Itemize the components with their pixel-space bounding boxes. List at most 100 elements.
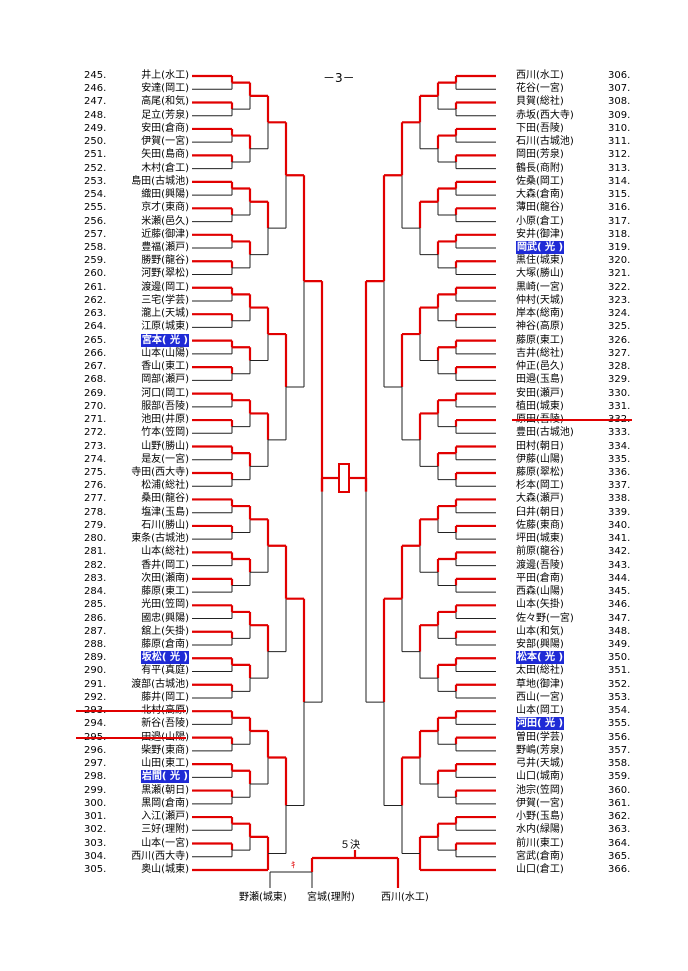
entry-number: 340. — [608, 519, 631, 531]
left-entry: 277.桑田(龍谷) — [84, 492, 189, 505]
bottom-name-1: 野瀬(城東) — [239, 892, 287, 903]
entry-number: 359. — [608, 771, 631, 783]
entry-name: 佐桑(岡工) — [516, 175, 564, 187]
left-entry: 289.坂松( 光 ) — [84, 651, 189, 665]
right-entry: 343.渡邊(吾陵) — [516, 559, 656, 572]
entry-number: 262. — [84, 294, 107, 306]
right-entry: 353.西山(一宮) — [516, 691, 656, 704]
entry-name: 曽田(学芸) — [516, 731, 564, 743]
entry-name: 太田(総社) — [516, 665, 564, 677]
right-entry: 311.石川(古城池) — [516, 135, 656, 148]
entry-number: 315. — [608, 189, 631, 201]
entry-name: 貝賀(総社) — [516, 96, 564, 108]
left-entry: 295.田邉(山陽) — [76, 731, 189, 744]
entry-name: 河口(岡工) — [141, 387, 189, 399]
left-entry: 293.北村(高原) — [76, 704, 189, 717]
entry-number: 251. — [84, 149, 107, 161]
entry-number: 255. — [84, 202, 107, 214]
entry-name: 瀧上(天城) — [141, 308, 189, 320]
right-entry: 318.安井(御津) — [516, 228, 656, 241]
entry-number: 264. — [84, 321, 107, 333]
entry-name: 安部(興陽) — [516, 639, 564, 651]
entry-number: 338. — [608, 493, 631, 505]
entry-number: 329. — [608, 374, 631, 386]
entry-number: 311. — [608, 136, 631, 148]
entry-number: 349. — [608, 639, 631, 651]
left-entry: 297.山田(東工) — [84, 757, 189, 770]
entry-number: 319. — [608, 242, 631, 254]
entry-number: 276. — [84, 480, 107, 492]
entry-name: 京才(東商) — [141, 202, 189, 214]
entry-name: 光田(笠岡) — [141, 599, 189, 611]
left-entry: 256.米瀬(邑久) — [84, 215, 189, 228]
entry-name: 井上(水工) — [141, 70, 189, 81]
entry-name: 山本(矢掛) — [516, 599, 564, 611]
entry-number: 313. — [608, 162, 631, 174]
left-entry: 266.山本(山陽) — [84, 347, 189, 360]
right-entry: 321.大塚(勝山) — [516, 267, 656, 280]
left-entry: 261.渡邊(岡工) — [84, 281, 189, 294]
entry-name: 植田(城東) — [516, 400, 564, 412]
entry-name: 山本(一宮) — [141, 837, 189, 849]
right-entry: 326.藤原(東工) — [516, 334, 656, 347]
mark-label: ｷ — [291, 861, 296, 871]
entry-name: 三宅(学芸) — [141, 294, 189, 306]
right-entry: 309.赤坂(西大寺) — [516, 109, 656, 122]
left-entry: 264.江原(城東) — [84, 320, 189, 333]
entry-number: 325. — [608, 321, 631, 333]
entry-name: 黒瀬(朝日) — [141, 784, 189, 796]
right-entry: 340.佐藤(東商) — [516, 519, 656, 532]
left-entry: 292.藤井(岡工) — [84, 691, 189, 704]
right-entry: 332.原田(吾陵) — [512, 413, 656, 426]
entry-name: 次田(瀬南) — [141, 572, 189, 584]
entry-number: 321. — [608, 268, 631, 280]
left-entry: 253.島田(古城池) — [84, 175, 189, 188]
right-entry: 320.黒住(城東) — [516, 254, 656, 267]
entry-name: 花谷(一宮) — [516, 83, 564, 95]
entry-name: 黒住(城東) — [516, 255, 564, 267]
left-entry: 285.光田(笠岡) — [84, 598, 189, 611]
entry-name: 寺田(西大寺) — [131, 466, 189, 478]
entry-name: 米瀬(邑久) — [141, 215, 189, 227]
right-entry: 354.山本(岡工) — [516, 704, 656, 717]
entry-name: 池宗(笠岡) — [516, 784, 564, 796]
entry-number: 272. — [84, 427, 107, 439]
entry-name: 三好(理附) — [141, 824, 189, 836]
left-entry: 303.山本(一宮) — [84, 837, 189, 850]
entry-name: 山口(城南) — [516, 771, 564, 783]
entry-number: 286. — [84, 612, 107, 624]
entry-number: 357. — [608, 744, 631, 756]
left-entry: 254.織田(興陽) — [84, 188, 189, 201]
entry-name: 伊賀(一宮) — [141, 136, 189, 148]
entry-name: 小原(倉工) — [516, 215, 564, 227]
left-entry: 251.矢田(島商) — [84, 148, 189, 161]
entry-number: 270. — [84, 400, 107, 412]
entry-number: 360. — [608, 784, 631, 796]
entry-name: 岡部(瀬戸) — [141, 374, 189, 386]
entry-number: 337. — [608, 480, 631, 492]
right-entry: 348.山本(和気) — [516, 625, 656, 638]
right-entry: 350.松本( 光 ) — [516, 651, 656, 665]
entry-name: 田邉(玉島) — [516, 374, 564, 386]
entry-name: 平田(倉南) — [516, 572, 564, 584]
entry-name: 山本(山陽) — [141, 347, 189, 359]
right-entry: 338.大森(瀬戸) — [516, 492, 656, 505]
entry-number: 341. — [608, 533, 631, 545]
entry-number: 259. — [84, 255, 107, 267]
left-entry: 270.服部(吾陵) — [84, 400, 189, 413]
entry-name: 東条(古城池) — [131, 533, 189, 545]
entry-name: 坪田(城東) — [516, 533, 564, 545]
right-entry: 328.仲正(邑久) — [516, 360, 656, 373]
entry-name: 藤原(東工) — [141, 586, 189, 598]
left-entry: 257.近藤(御津) — [84, 228, 189, 241]
entry-number: 290. — [84, 665, 107, 677]
entry-name: 近藤(御津) — [141, 228, 189, 240]
entry-number: 362. — [608, 811, 631, 823]
left-entry: 290.有平(真庭) — [84, 664, 189, 677]
entry-name: 野嶋(芳泉) — [516, 744, 564, 756]
left-entry: 263.瀧上(天城) — [84, 307, 189, 320]
left-entry: 249.安田(倉商) — [84, 122, 189, 135]
left-entry: 276.松浦(総社) — [84, 479, 189, 492]
left-entry: 300.黒岡(倉南) — [84, 797, 189, 810]
left-entry: 248.足立(芳泉) — [84, 109, 189, 122]
